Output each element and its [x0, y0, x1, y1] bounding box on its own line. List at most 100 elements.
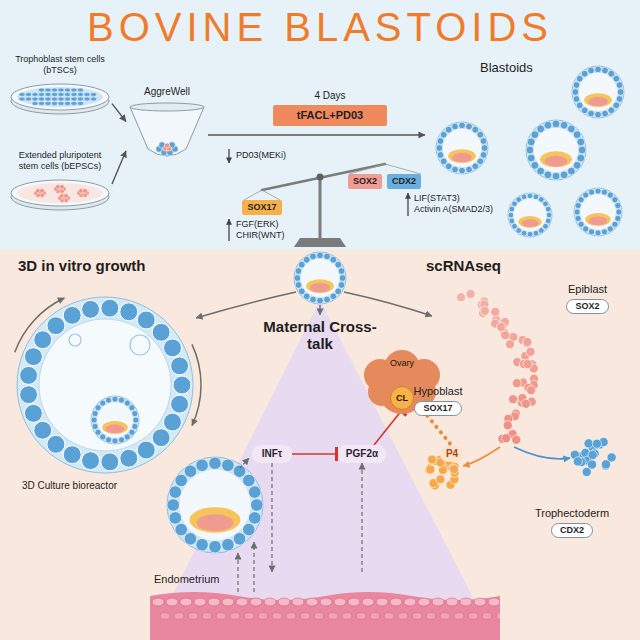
hypoblast-layer — [585, 213, 611, 226]
section-heading: 3D in vitro growth — [18, 257, 146, 275]
bubble — [69, 334, 81, 346]
scale-pan: SOX2 — [348, 174, 382, 189]
pathway-label: PD03(MEKi) — [236, 150, 286, 161]
rotation-arrow — [192, 344, 201, 425]
single-cell — [582, 467, 591, 476]
blastocoel — [579, 73, 617, 111]
crosstalk-wedge — [150, 300, 495, 640]
scale-string — [244, 190, 262, 200]
node-label: Endometrium — [150, 572, 219, 586]
epithelial-cell — [194, 598, 206, 606]
blastoid — [574, 188, 622, 236]
stem-cell — [78, 93, 84, 97]
epiblast-layer — [310, 283, 330, 292]
stromal-cell — [440, 613, 450, 620]
single-cell — [521, 399, 530, 408]
stem-cell — [64, 193, 69, 198]
aggregate-cell — [164, 143, 169, 148]
trophectoderm-cell — [167, 499, 179, 511]
carrier-cell — [34, 331, 52, 349]
endometrium-band — [150, 586, 500, 640]
carrier-cell — [152, 429, 170, 447]
trophectoderm-cell — [124, 434, 130, 440]
signal-molecule: INFτ — [252, 445, 292, 463]
trophectoderm-cell — [196, 538, 208, 550]
trophectoderm-cell — [581, 70, 588, 77]
stem-cell — [26, 93, 32, 97]
flow-arrow — [112, 151, 126, 184]
epithelial-cell — [278, 598, 290, 606]
trophectoderm-cell — [294, 275, 301, 282]
trophectoderm-cell — [452, 123, 459, 130]
trophectoderm-cell — [480, 138, 487, 145]
single-cell — [508, 395, 517, 404]
top-panel — [0, 0, 640, 250]
stromal-cell — [314, 613, 324, 620]
stem-cell — [32, 102, 38, 106]
medium-box: tFACL+PD03 — [273, 105, 387, 126]
cell-dish: Extended pluripotent stem cells (bEPSCs) — [8, 150, 112, 212]
trophectoderm-cell — [91, 417, 97, 423]
trophectoderm-cell — [477, 131, 484, 138]
stromal-cell — [342, 613, 352, 620]
node-label: P4 — [446, 447, 458, 461]
signal-arrow — [253, 542, 254, 592]
stromal-cell — [202, 613, 212, 620]
epiblast-layer — [452, 153, 472, 162]
epithelial-cell — [152, 598, 164, 606]
trophectoderm-cell — [95, 429, 101, 435]
node-label: SOX2 — [353, 176, 377, 187]
carrier-cell — [63, 306, 81, 324]
carrier-cell — [20, 366, 38, 384]
stem-cell — [39, 93, 45, 97]
trophectoderm-cell — [615, 202, 621, 208]
scale-beam — [262, 164, 385, 190]
single-cell — [573, 457, 582, 466]
trophectoderm-cell — [567, 125, 575, 133]
trophectoderm-cell — [546, 212, 552, 218]
epithelial-cell — [446, 598, 458, 606]
inhibition-line — [374, 410, 402, 445]
stromal-cell — [230, 613, 240, 620]
stem-cell — [26, 97, 32, 101]
single-cell — [449, 465, 458, 474]
blastocoel — [534, 128, 578, 172]
stromal-cell — [272, 613, 282, 620]
epiblast-layer — [522, 219, 539, 227]
trophectoderm-cell — [105, 437, 111, 443]
trophectoderm-cell — [132, 410, 138, 416]
trophectoderm-cell — [533, 194, 539, 200]
trophectoderm-cell — [169, 512, 181, 524]
blastoid — [167, 457, 263, 553]
stromal-cell — [398, 613, 408, 620]
trophectoderm-cell — [567, 167, 575, 175]
stem-cell — [58, 97, 64, 101]
stem-cell — [60, 184, 65, 189]
trophectoderm-cell — [521, 194, 527, 200]
stem-cell — [39, 88, 45, 92]
increase-arrow — [407, 193, 408, 216]
epiblast-layer — [106, 425, 124, 434]
stromal-cell — [482, 613, 492, 620]
trophectoderm-cell — [175, 523, 187, 535]
dish-rim — [11, 180, 109, 206]
epithelial-cell — [208, 598, 220, 606]
epithelial-cell — [306, 598, 318, 606]
pathway-label: CHIR(WNT) — [236, 230, 285, 241]
blastoid-outline — [526, 120, 586, 180]
trophectoderm-cell — [527, 138, 535, 146]
signal-arrow — [237, 553, 238, 592]
trophectoderm-cell — [583, 192, 589, 198]
blastoid-group: Blastoids — [425, 60, 635, 240]
stromal-cell — [426, 613, 436, 620]
stem-cell — [52, 88, 58, 92]
stem-cell — [52, 93, 58, 97]
single-cell — [523, 360, 532, 369]
stem-cell — [71, 102, 77, 106]
trophectoderm-cell — [616, 209, 622, 215]
stem-cell — [84, 93, 90, 97]
stromal-cell — [356, 613, 366, 620]
trophectoderm-cell — [310, 253, 317, 260]
carrier-cell — [137, 441, 155, 459]
